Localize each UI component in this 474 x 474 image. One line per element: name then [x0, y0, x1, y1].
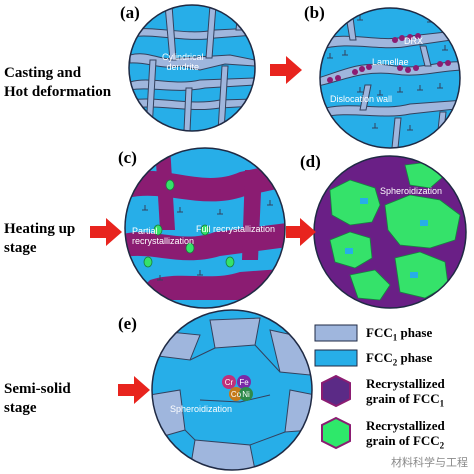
legend-rgrain2-line2: grain of FCC	[366, 433, 440, 448]
annotation-c-2: recrystallization	[132, 236, 195, 246]
stage-semisolid-line1: Semi-solid	[4, 381, 71, 397]
panel-b-circle	[319, 7, 461, 149]
arrow-c-to-d	[286, 218, 316, 246]
arrow-into-c	[90, 218, 122, 246]
annotation-cylindrical-dendrite: Cylindrical dendrite	[162, 52, 204, 72]
atom-co-label: Co	[231, 390, 242, 399]
legend-fcc1-tail: phase	[397, 325, 433, 340]
legend-fcc1-name: FCC	[366, 325, 393, 340]
legend-fcc2-tail: phase	[397, 350, 433, 365]
atom-cr-label: Cr	[225, 378, 234, 387]
arrow-into-e	[118, 376, 150, 404]
annotation-a-1: Cylindrical	[162, 52, 204, 62]
stage-semisolid: Semi-solid stage	[4, 380, 71, 418]
stage-casting: Casting and Hot deformation	[4, 64, 111, 102]
stage-heating: Heating up stage	[4, 220, 75, 258]
panel-d-label: (d)	[300, 152, 321, 171]
legend-fcc2-name: FCC	[366, 350, 393, 365]
panel-c-label: (c)	[118, 148, 137, 167]
panel-a-label: (a)	[120, 3, 140, 22]
legend-fcc2-sub: 2	[392, 357, 398, 368]
legend-fcc2-label: FCC2 phase	[366, 350, 432, 371]
stage-heating-line2: stage	[4, 240, 37, 256]
annotation-drx: DRX	[404, 36, 424, 46]
element-atoms: Cr Fe Co Ni	[222, 375, 253, 401]
annotation-partial-recrystallization: Partial recrystallization	[132, 226, 194, 246]
annotation-spheroidization-d: Spheroidization	[380, 186, 443, 196]
panel-c-circle	[124, 147, 286, 309]
annotation-a-2: dendrite	[166, 62, 200, 72]
legend-fcc2-swatch	[314, 349, 358, 367]
annotation-spheroidization-e: Spheroidization	[170, 404, 233, 414]
panel-a-circle	[128, 4, 256, 132]
legend-rgrain2-label: Recrystallized grain of FCC2	[366, 418, 445, 454]
annotation-lamellae: Lamellae	[372, 57, 409, 67]
legend-rgrain2-sub: 2	[439, 440, 445, 451]
stage-heating-line1: Heating up	[4, 221, 76, 237]
legend-fcc1-swatch	[314, 324, 358, 342]
watermark: 材料科学与工程	[391, 456, 468, 469]
annotation-dislocation-wall: Dislocation wall	[330, 94, 393, 104]
legend-rgrain1-sub: 1	[439, 398, 445, 409]
annotation-c-1: Partial	[132, 226, 158, 236]
stage-casting-line2: Hot deformation	[4, 84, 112, 100]
atom-fe-label: Fe	[239, 378, 249, 387]
legend-rgrain1-swatch	[321, 374, 351, 408]
legend-rgrain1-line1: Recrystallized	[366, 376, 445, 391]
legend-fcc1-sub: 1	[392, 332, 398, 343]
stage-semisolid-line2: stage	[4, 400, 37, 416]
legend-rgrain1-line2: grain of FCC	[366, 391, 440, 406]
legend-fcc1-label: FCC1 phase	[366, 325, 432, 346]
stage-casting-line1: Casting and	[4, 65, 82, 81]
legend-rgrain2-line1: Recrystallized	[366, 418, 445, 433]
legend-rgrain2-swatch	[321, 416, 351, 450]
atom-ni-label: Ni	[242, 390, 250, 399]
legend-rgrain1-label: Recrystallized grain of FCC1	[366, 376, 445, 412]
annotation-full-recrystallization: Full recrystallization	[196, 224, 276, 234]
panel-d-circle	[313, 155, 467, 309]
panel-b-label: (b)	[304, 3, 325, 22]
panel-e-circle: Cr Fe Co Ni	[151, 309, 313, 471]
arrow-a-to-b	[270, 56, 302, 84]
panel-e-label: (e)	[118, 314, 137, 333]
